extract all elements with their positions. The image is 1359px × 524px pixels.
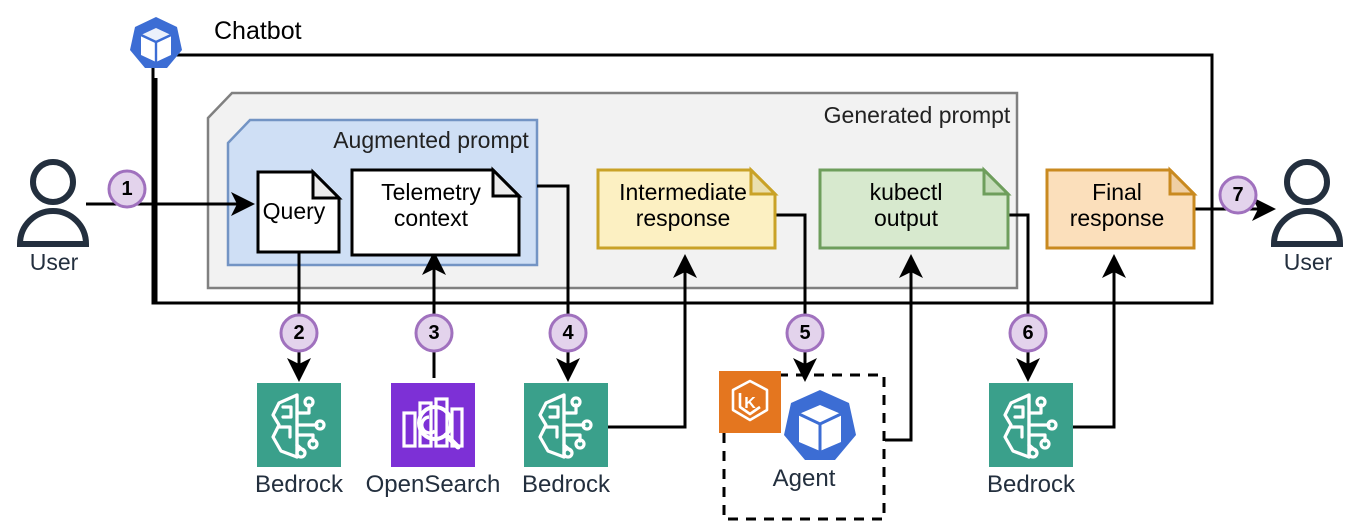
- step-badge-1: [107, 169, 147, 209]
- opensearch-icon: [391, 383, 475, 467]
- telemetry-context-doc: [350, 166, 523, 257]
- step-badge-5: [785, 313, 825, 353]
- chatbot-icon: [130, 17, 182, 68]
- bedrock-2-icon: [524, 383, 608, 467]
- step-badge-4: [548, 313, 588, 353]
- query-doc: [256, 168, 343, 254]
- connector-bedrock3-to-final: [1073, 254, 1126, 429]
- eks-icon: K: [719, 371, 781, 433]
- step-badge-2: [279, 313, 319, 353]
- bedrock-1-icon: [257, 383, 341, 467]
- connector-agent-to-kubectl: [885, 254, 923, 442]
- intermediate-response-doc: [596, 166, 779, 250]
- user-left-icon: [16, 159, 90, 247]
- svg-text:K: K: [744, 395, 756, 412]
- user-right-icon: [1270, 159, 1344, 247]
- kubernetes-icon: [784, 390, 856, 460]
- final-response-doc: [1045, 166, 1198, 250]
- step-badge-3: [414, 313, 454, 353]
- step-badge-6: [1008, 313, 1048, 353]
- kubectl-output-doc: [818, 166, 1012, 250]
- connector-bedrock2-to-intermediate: [608, 254, 697, 429]
- step-badge-7: [1218, 175, 1258, 215]
- bedrock-3-icon: [989, 383, 1073, 467]
